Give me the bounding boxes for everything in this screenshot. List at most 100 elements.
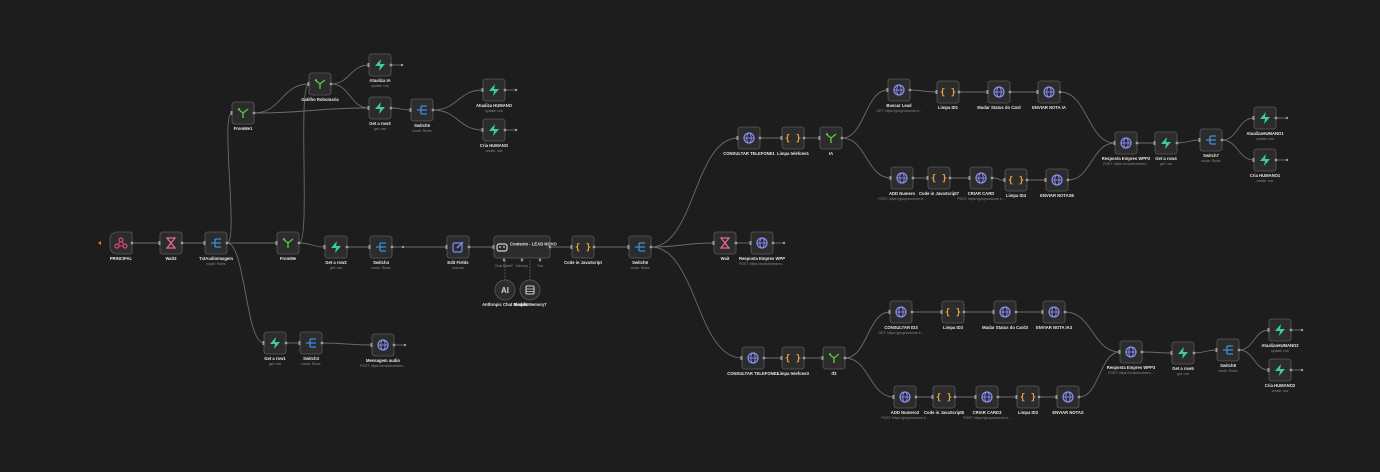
input-handle[interactable]: [481, 88, 484, 92]
node-mudar-status-do-card3[interactable]: Mudar Status do Card3: [982, 300, 1029, 330]
input-handle[interactable]: [368, 245, 371, 249]
input-handle[interactable]: [1198, 138, 1201, 142]
output-handle[interactable]: [400, 63, 404, 67]
node-consultar-telefone3[interactable]: CONSULTAR TELEFONE3: [727, 346, 779, 376]
output-handle[interactable]: [843, 356, 847, 360]
output-handle[interactable]: [1300, 368, 1304, 372]
input-handle[interactable]: [1015, 395, 1018, 399]
input-handle[interactable]: [780, 356, 783, 360]
input-handle[interactable]: [370, 343, 373, 347]
input-handle[interactable]: [935, 90, 938, 94]
output-handle[interactable]: [1289, 328, 1293, 332]
input-handle[interactable]: [367, 106, 370, 110]
output-handle[interactable]: [1025, 178, 1029, 182]
input-handle[interactable]: [926, 176, 929, 180]
input-handle[interactable]: [886, 88, 889, 92]
output-handle[interactable]: [252, 111, 256, 115]
node-principal[interactable]: PRINCIPAL: [98, 231, 134, 261]
input-handle[interactable]: [1170, 351, 1173, 355]
output-handle[interactable]: [403, 343, 407, 347]
input-handle[interactable]: [298, 341, 301, 345]
node-code-in-javascript8[interactable]: { }Code in JavaScript8: [924, 385, 965, 415]
output-handle[interactable]: [1192, 351, 1196, 355]
input-handle[interactable]: [992, 310, 995, 314]
node-gatilho-robomaria[interactable]: Gatilho Robomaria: [301, 72, 339, 102]
node-fromme[interactable]: FromMe: [275, 231, 301, 261]
output-handle[interactable]: [1285, 158, 1289, 162]
input-handle[interactable]: [931, 395, 934, 399]
output-handle[interactable]: [734, 241, 738, 245]
output-handle[interactable]: [990, 176, 994, 180]
input-handle[interactable]: [158, 241, 161, 245]
agent-port-handle[interactable]: [502, 258, 506, 262]
output-handle[interactable]: [548, 245, 552, 249]
output-handle[interactable]: [1077, 395, 1081, 399]
input-handle[interactable]: [323, 245, 326, 249]
output-handle[interactable]: [389, 106, 393, 110]
output-handle[interactable]: [1037, 395, 1041, 399]
output-handle[interactable]: [401, 245, 405, 249]
input-handle[interactable]: [968, 176, 971, 180]
input-handle[interactable]: [749, 241, 752, 245]
input-handle[interactable]: [1118, 350, 1121, 354]
input-handle[interactable]: [1267, 328, 1270, 332]
node-enviar-notas[interactable]: ENVIAR NOTAS: [1052, 385, 1084, 415]
input-handle[interactable]: [570, 245, 573, 249]
input-handle[interactable]: [1153, 141, 1156, 145]
node-body[interactable]: [519, 279, 541, 301]
output-handle[interactable]: [948, 176, 952, 180]
node-fromme1[interactable]: FromMe1: [230, 101, 256, 131]
node-body[interactable]: [493, 235, 551, 259]
output-handle[interactable]: [1220, 138, 1224, 142]
node-limpa-id1[interactable]: { }Limpa ID1: [935, 80, 961, 110]
output-handle[interactable]: [392, 343, 396, 347]
node-ia[interactable]: IA: [818, 126, 844, 156]
node-mudar-status-do-card[interactable]: Mudar Status do Card: [977, 80, 1021, 110]
node-limpa-telefone3[interactable]: { }Limpa telefone3: [777, 346, 810, 376]
node-wait3[interactable]: Wait3: [158, 231, 184, 261]
node-enviar-nota-ia3[interactable]: ENVIAR NOTA IA3: [1036, 300, 1073, 330]
output-handle[interactable]: [225, 241, 229, 245]
output-handle[interactable]: [1289, 368, 1293, 372]
output-handle[interactable]: [503, 128, 507, 132]
input-handle[interactable]: [367, 63, 370, 67]
input-handle[interactable]: [481, 128, 484, 132]
node-code-in-javascript[interactable]: { }Code in JavaScript: [564, 235, 602, 265]
output-handle[interactable]: [1175, 141, 1179, 145]
input-handle[interactable]: [262, 341, 265, 345]
output-handle[interactable]: [514, 88, 518, 92]
input-handle[interactable]: [712, 241, 715, 245]
output-handle[interactable]: [758, 136, 762, 140]
node-code-in-javascript7[interactable]: { }Code in JavaScript7: [919, 166, 960, 196]
node-body[interactable]: [109, 231, 133, 255]
output-handle[interactable]: [284, 341, 288, 345]
output-handle[interactable]: [1063, 310, 1067, 314]
input-handle[interactable]: [445, 245, 448, 249]
input-handle[interactable]: [818, 136, 821, 140]
output-handle[interactable]: [345, 245, 349, 249]
input-handle[interactable]: [1113, 141, 1116, 145]
node-consultar-telefone1[interactable]: CONSULTAR TELEFONE1: [723, 126, 775, 156]
output-handle[interactable]: [908, 88, 912, 92]
output-handle[interactable]: [1066, 178, 1070, 182]
output-handle[interactable]: [762, 356, 766, 360]
input-handle[interactable]: [780, 136, 783, 140]
input-handle[interactable]: [627, 245, 630, 249]
